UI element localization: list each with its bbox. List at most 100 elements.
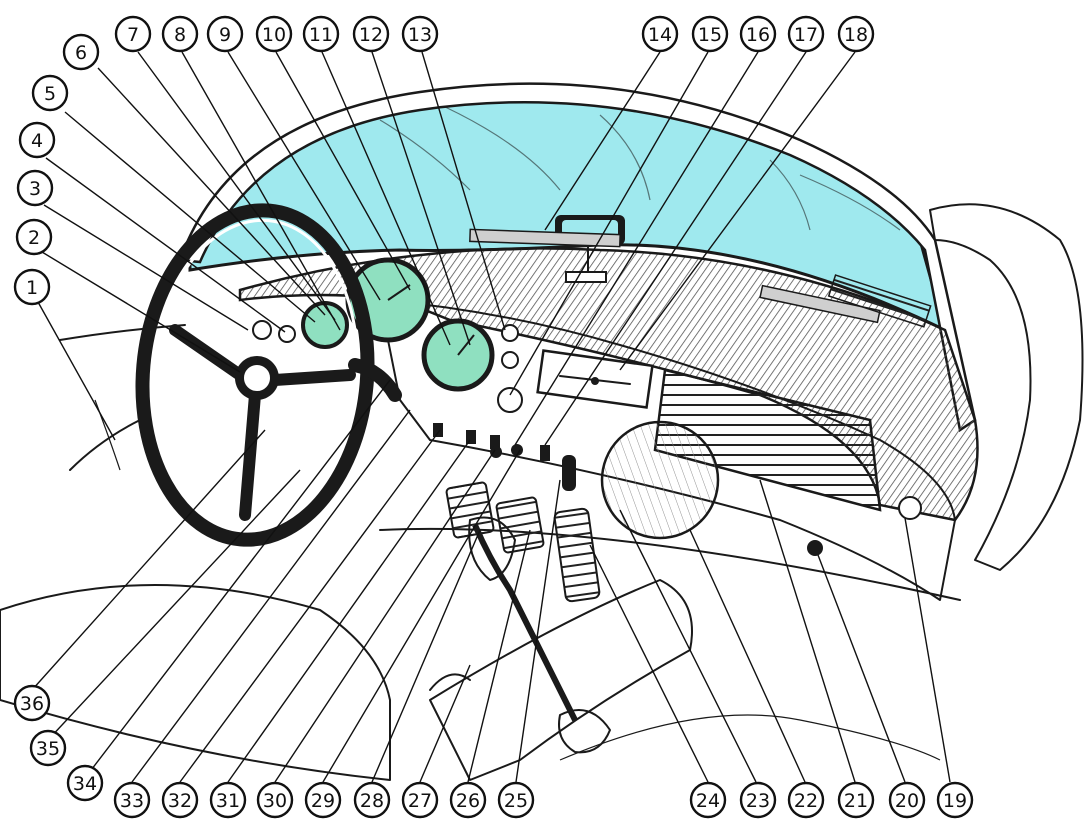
- callout-1: 1: [13, 268, 51, 306]
- callout-14: 14: [641, 15, 679, 53]
- callout-number: 10: [262, 24, 286, 46]
- callout-circle: [15, 218, 53, 256]
- callout-10: 10: [255, 15, 293, 53]
- callout-circle: [161, 781, 199, 819]
- callout-circle: [29, 729, 67, 767]
- callout-20: 20: [888, 781, 926, 819]
- callout-18: 18: [837, 15, 875, 53]
- callout-3: 3: [16, 169, 54, 207]
- floor-line: [379, 527, 961, 601]
- callout-6: 6: [62, 33, 100, 71]
- callout-circle: [114, 15, 152, 53]
- gauge-small: [301, 301, 349, 349]
- callout-number: 6: [75, 42, 87, 64]
- door-panel: [59, 324, 186, 341]
- callout-circle: [13, 268, 51, 306]
- callout-7: 7: [114, 15, 152, 53]
- callout-36: 36: [13, 684, 51, 722]
- callout-circle: [31, 74, 69, 112]
- callout-4: 4: [18, 121, 56, 159]
- callout-number: 9: [219, 24, 231, 46]
- callout-circle: [888, 781, 926, 819]
- callout-number: 7: [127, 24, 139, 46]
- callout-9: 9: [206, 15, 244, 53]
- callout-circle: [352, 15, 390, 53]
- callout-11: 11: [302, 15, 340, 53]
- callout-number: 18: [844, 24, 868, 46]
- callout-23: 23: [739, 781, 777, 819]
- lower-toggles: [433, 423, 576, 491]
- callout-number: 22: [794, 790, 818, 812]
- callout-number: 29: [311, 790, 335, 812]
- callout-number: 35: [36, 738, 60, 760]
- callout-circle: [497, 781, 535, 819]
- callout-circle: [689, 781, 727, 819]
- handbrake: [429, 673, 471, 691]
- callout-12: 12: [352, 15, 390, 53]
- callout-number: 5: [44, 83, 56, 105]
- callout-circle: [787, 781, 825, 819]
- callout-19: 19: [936, 781, 974, 819]
- callout-15: 15: [691, 15, 729, 53]
- callout-circle: [641, 15, 679, 53]
- callout-number: 11: [309, 24, 333, 46]
- callout-number: 36: [20, 693, 44, 715]
- callout-number: 17: [794, 24, 818, 46]
- callout-circle: [161, 15, 199, 53]
- callout-number: 15: [698, 24, 722, 46]
- callout-26: 26: [449, 781, 487, 819]
- callout-30: 30: [256, 781, 294, 819]
- callout-circle: [837, 15, 875, 53]
- callout-number: 32: [168, 790, 192, 812]
- callout-circle: [209, 781, 247, 819]
- callout-circle: [18, 121, 56, 159]
- callout-circle: [353, 781, 391, 819]
- callout-27: 27: [401, 781, 439, 819]
- pedals: [445, 481, 601, 603]
- callout-5: 5: [31, 74, 69, 112]
- callout-8: 8: [161, 15, 199, 53]
- callout-circle: [787, 15, 825, 53]
- callout-28: 28: [353, 781, 391, 819]
- callout-circle: [255, 15, 293, 53]
- steering-wheel: [135, 203, 375, 547]
- callout-number: 33: [120, 790, 144, 812]
- callout-number: 12: [359, 24, 383, 46]
- callout-number: 21: [844, 790, 868, 812]
- callout-21: 21: [837, 781, 875, 819]
- callout-circle: [62, 33, 100, 71]
- callout-circle: [16, 169, 54, 207]
- callout-circle: [401, 15, 439, 53]
- callout-circle: [837, 781, 875, 819]
- callout-number: 2: [28, 227, 40, 249]
- callout-33: 33: [113, 781, 151, 819]
- callout-number: 28: [360, 790, 384, 812]
- callout-circle: [66, 764, 104, 802]
- callout-number: 16: [746, 24, 770, 46]
- callout-17: 17: [787, 15, 825, 53]
- callout-number: 25: [504, 790, 528, 812]
- callout-29: 29: [304, 781, 342, 819]
- callout-number: 3: [29, 178, 41, 200]
- callout-25: 25: [497, 781, 535, 819]
- callout-number: 13: [408, 24, 432, 46]
- callout-number: 30: [263, 790, 287, 812]
- windshield-reflections: [379, 99, 901, 231]
- seat-left: [0, 584, 391, 781]
- dash-switches: [252, 320, 922, 556]
- callout-circle: [449, 781, 487, 819]
- callout-number: 20: [895, 790, 919, 812]
- callout-number: 23: [746, 790, 770, 812]
- callout-number: 1: [26, 277, 38, 299]
- callout-circle: [304, 781, 342, 819]
- callout-13: 13: [401, 15, 439, 53]
- callout-circle: [936, 781, 974, 819]
- callout-31: 31: [209, 781, 247, 819]
- callout-circle: [302, 15, 340, 53]
- callout-24: 24: [689, 781, 727, 819]
- callout-22: 22: [787, 781, 825, 819]
- callout-34: 34: [66, 764, 104, 802]
- leader-lines: [31, 51, 951, 783]
